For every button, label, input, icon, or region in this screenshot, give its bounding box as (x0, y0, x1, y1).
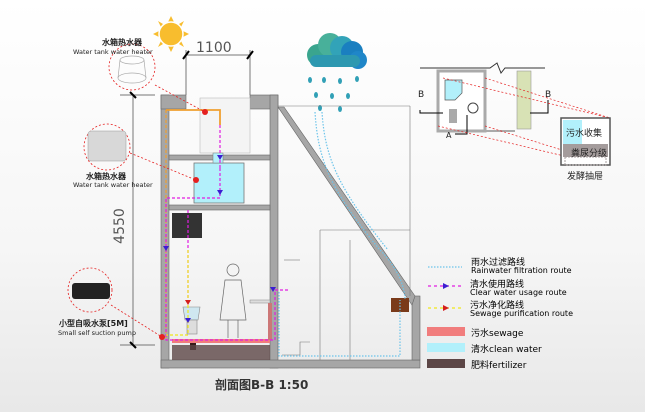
sewage-collection-label: 污水收集 (566, 129, 603, 139)
pump-label-en: Small self suction pump (58, 329, 136, 337)
mid-heater-label-en: Water tank water heater (73, 181, 153, 189)
top-heater-label-cn: 水箱热水器 (102, 38, 142, 47)
person-figure (219, 263, 247, 338)
drawing-caption: 剖面图B-B 1:50 (215, 378, 309, 392)
separation-label: 粪尿分级 (571, 149, 608, 159)
toilet-icon (182, 306, 201, 350)
top-heater-label-en: Water tank water heater (73, 48, 153, 56)
fermentation-drawer-label: 发酵抽屉 (567, 172, 604, 182)
legend-sewage-route-cn: 污水净化路线 (470, 301, 525, 311)
callout-circles (67, 43, 206, 338)
height-dimension: 4550 (111, 208, 128, 244)
shower-icon (172, 213, 202, 238)
clean-water-tank (193, 162, 245, 204)
dimension-lines (120, 50, 251, 346)
legend-sewage: 污水sewage (471, 329, 524, 339)
building-walls (160, 94, 421, 369)
section-mark-b-right: B (545, 90, 552, 100)
section-mark-b-left: B (418, 90, 425, 100)
legend-sewage-route-en: Sewage purification route (470, 309, 573, 318)
width-dimension: 1100 (196, 40, 232, 56)
legend-swatches (427, 266, 465, 368)
mid-heater-label-cn: 水箱热水器 (86, 172, 126, 181)
legend-clear-cn: 清水使用路线 (470, 280, 525, 290)
floor-plan (419, 62, 611, 166)
pump-label-cn: 小型自吸水泵[5M] (59, 319, 128, 328)
tank-heater-sketch (117, 55, 147, 84)
sun-icon (153, 16, 189, 52)
legend-rain-en: Rainwater filtration route (471, 266, 572, 275)
legend-fertilizer: 肥料fertilizer (471, 361, 527, 371)
rain-cloud-icon (307, 33, 367, 112)
heater-photo (87, 130, 127, 162)
legend-rain-cn: 雨水过滤路线 (471, 258, 526, 268)
pump-photo (72, 283, 110, 299)
legend-clean-water: 清水clean water (471, 345, 542, 355)
legend-clear-en: Clear water usage route (470, 288, 567, 297)
section-mark-a: A (446, 131, 452, 140)
